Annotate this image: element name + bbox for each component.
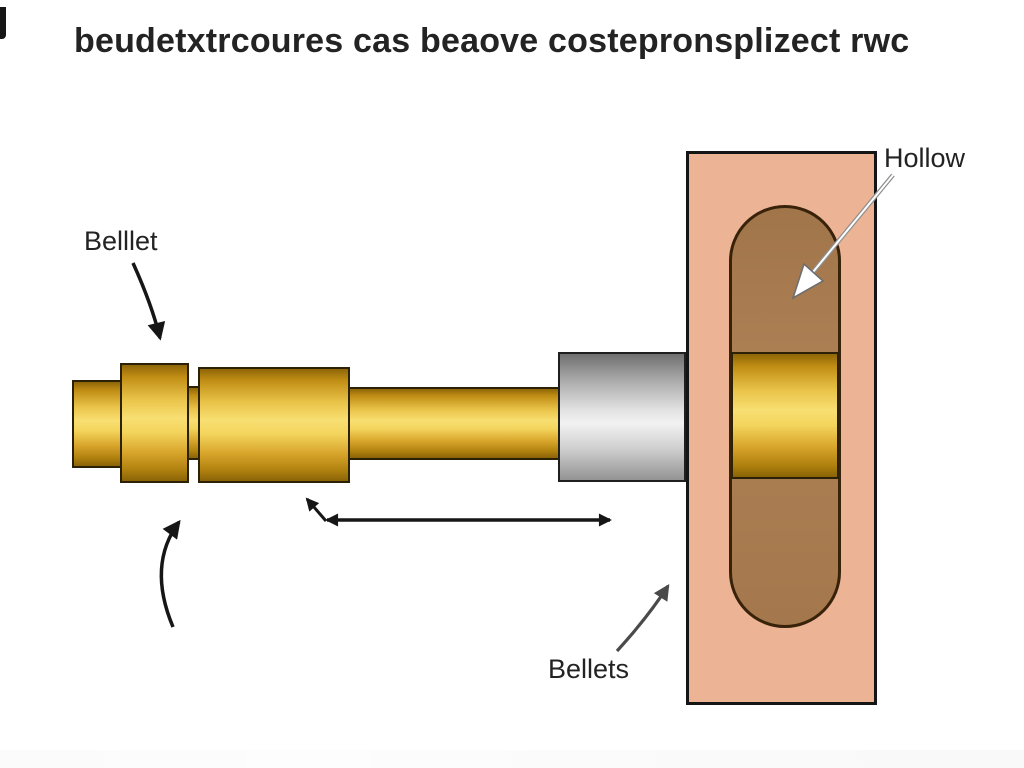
label-billet: Belllet — [84, 226, 158, 256]
corner-artifact-mark — [0, 7, 6, 39]
diagram-title: beudetxtrcoures cas beaove costepronspli… — [74, 22, 910, 60]
ram-end-block — [72, 380, 122, 468]
billet-in-die — [731, 352, 839, 479]
gap-pointer-arrow-icon — [159, 519, 181, 628]
container-sleeve — [558, 352, 686, 482]
label-hollow: Hollow — [884, 143, 966, 173]
billets-pointer-arrow-icon — [615, 583, 670, 653]
billet-block — [198, 367, 350, 483]
press-shaft — [348, 387, 562, 460]
stroke-length-arrow-icon — [305, 497, 612, 527]
bottom-artifact-strip — [0, 750, 1024, 768]
ram-flange-block — [120, 363, 189, 483]
label-billets: Bellets — [548, 654, 630, 684]
billet-pointer-arrow-icon — [131, 262, 166, 341]
